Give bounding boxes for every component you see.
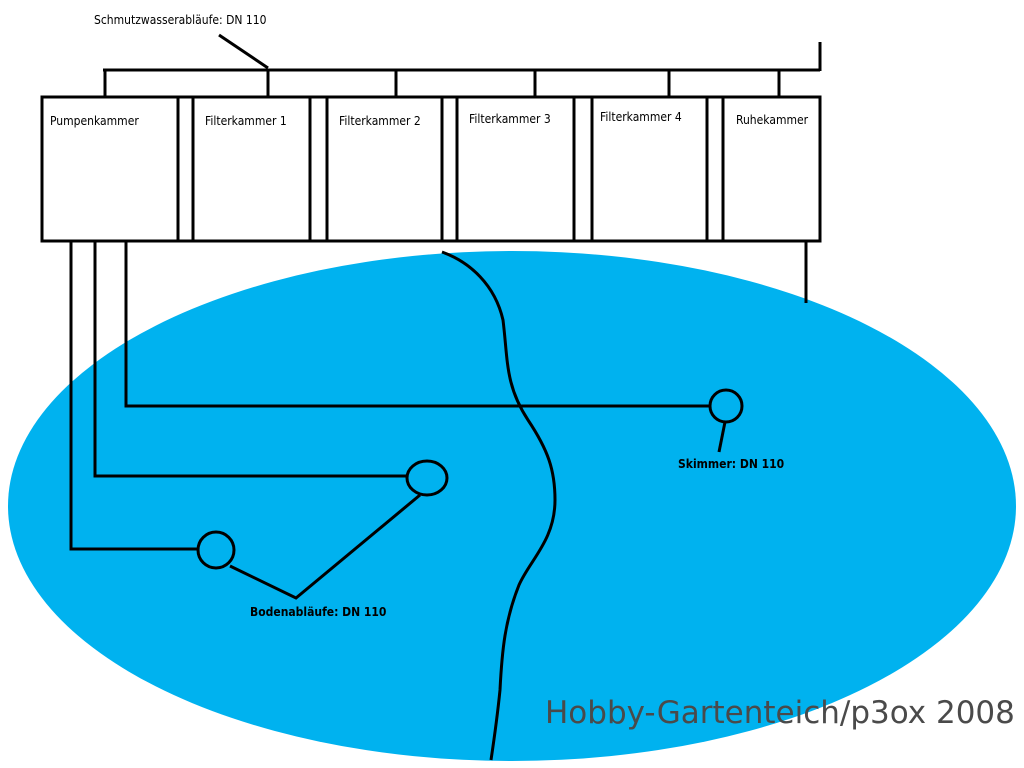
skimmer-inlet (708, 388, 744, 424)
skimmer-label: Skimmer: DN 110 (678, 457, 784, 471)
chamber-label-filter-2: Filterkammer 2 (339, 114, 421, 128)
chamber-label-filter-4: Filterkammer 4 (600, 110, 682, 124)
filter-chambers (40, 95, 822, 243)
chamber-label-pump: Pumpenkammer (50, 114, 139, 128)
bottom-drain-2 (196, 530, 236, 570)
skimmer-pipe (124, 241, 710, 408)
bottom-drain-1 (405, 459, 449, 497)
chamber-label-filter-1: Filterkammer 1 (205, 114, 287, 128)
bottom-drain-pipe-1 (93, 241, 407, 478)
bottom-drain-pipe-2 (69, 241, 198, 551)
pond-divider-line (441, 250, 557, 761)
dirty-water-drains-label: Schmutzwasserabläufe: DN 110 (94, 13, 267, 27)
pond (8, 251, 1016, 761)
drain-header-pipe (103, 33, 822, 97)
chamber-label-rest: Ruhekammer (736, 113, 809, 127)
chamber-label-filter-3: Filterkammer 3 (469, 112, 551, 126)
watermark: Hobby-Gartenteich/p3ox 2008 (545, 695, 1015, 731)
skimmer-leader (717, 421, 727, 453)
bottom-drains-leader (229, 493, 421, 600)
bottom-drains-label: Bodenabläufe: DN 110 (250, 605, 386, 619)
